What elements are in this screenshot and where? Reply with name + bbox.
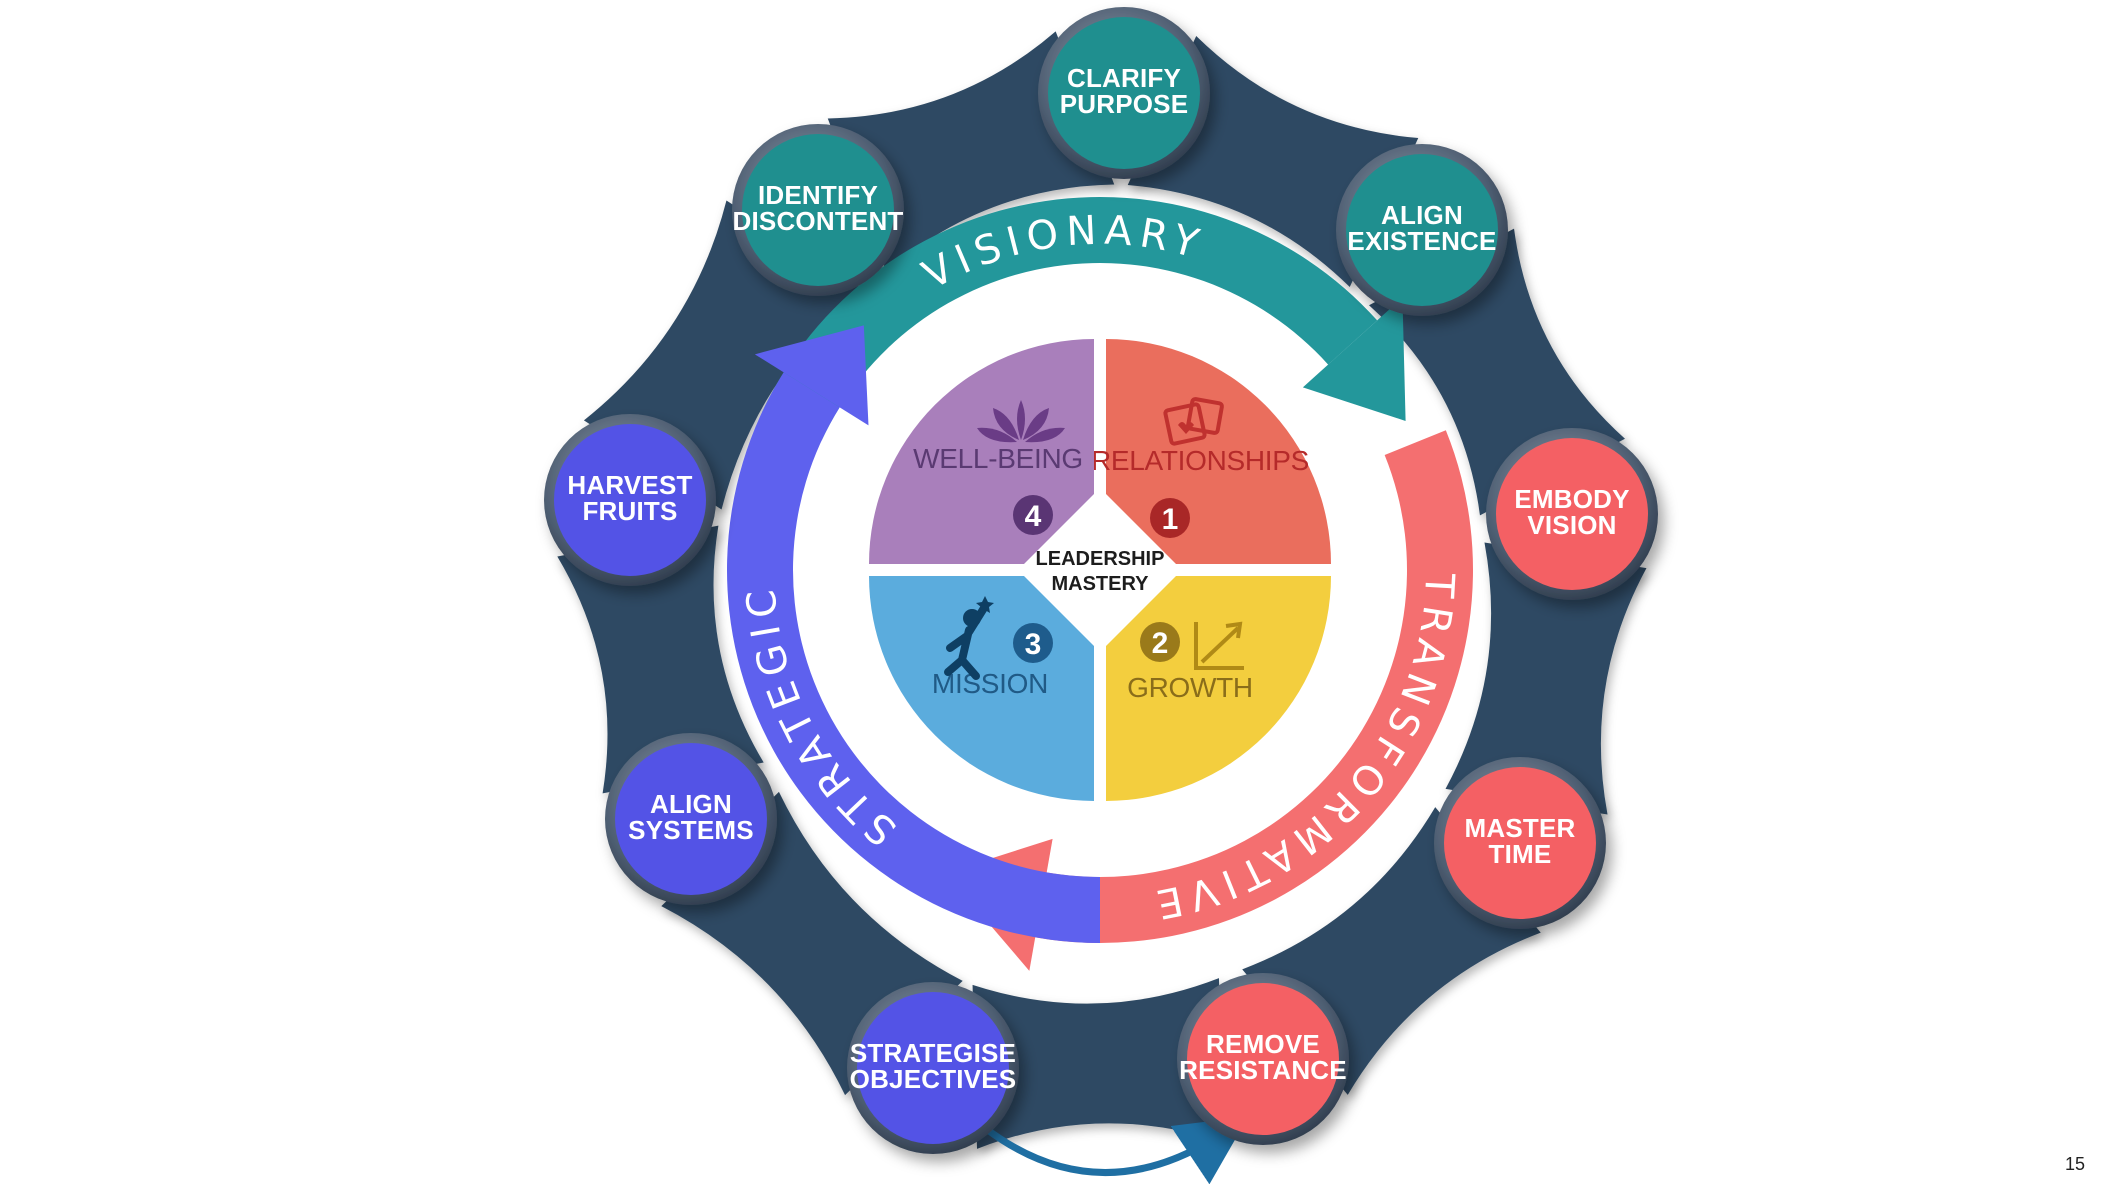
node-disc — [742, 134, 894, 286]
center-diamond-shape — [1018, 488, 1182, 652]
node-label-line: IDENTIFY — [758, 180, 878, 210]
node-label-line: RESISTANCE — [1179, 1055, 1347, 1085]
loop-arrow-path — [982, 1116, 1249, 1185]
node-label-line: OBJECTIVES — [850, 1064, 1017, 1094]
node-label-line: TIME — [1489, 839, 1552, 869]
center-label-line1: LEADERSHIP — [1036, 548, 1165, 570]
center-diamond: LEADERSHIP MASTERY — [1018, 488, 1182, 652]
node-disc — [615, 743, 767, 895]
growth-chart-icon — [1194, 621, 1244, 670]
connector-shape — [557, 525, 764, 794]
node-label-line: DISCONTENT — [733, 206, 904, 236]
node-label-line: VISION — [1527, 510, 1616, 540]
center-label-line2: MASTERY — [1051, 573, 1149, 595]
loop-arrow — [982, 1116, 1249, 1185]
node-label-line: REMOVE — [1206, 1029, 1320, 1059]
page-number: 15 — [2064, 1154, 2085, 1174]
node-label-line: EXISTENCE — [1347, 226, 1496, 256]
arc-band — [1035, 430, 1474, 944]
lotus-icon — [977, 400, 1065, 443]
quadrant-label: WELL-BEING — [913, 443, 1083, 474]
quadrant-growth[interactable]: GROWTH 2 — [1106, 576, 1331, 801]
arc-arrowhead — [1302, 297, 1406, 421]
quadrant-number-badge — [1150, 498, 1190, 538]
node-disc — [1444, 767, 1596, 919]
node-label-line: ALIGN — [1381, 200, 1463, 230]
node-disc — [1496, 438, 1648, 590]
quadrant-number: 1 — [1162, 503, 1179, 536]
quadrant-number-badge — [1140, 622, 1180, 662]
node-label-line: STRATEGISE — [850, 1038, 1016, 1068]
stage-nodes: CLARIFYPURPOSEALIGNEXISTENCEEMBODYVISION… — [544, 7, 1658, 1154]
node-disc — [857, 992, 1009, 1144]
quadrant-relationships[interactable]: RELATIONSHIPS 1 — [1091, 339, 1331, 564]
node-label-line: PURPOSE — [1060, 89, 1189, 119]
reaching-person-icon — [944, 596, 994, 680]
node-label-line: EMBODY — [1514, 484, 1629, 514]
arc-arrowhead — [754, 325, 869, 426]
arc-band — [726, 372, 1100, 944]
node-disc — [1048, 17, 1200, 169]
quadrant-wellbeing[interactable]: WELL-BEING 4 — [869, 339, 1094, 564]
quadrant-number: 3 — [1025, 628, 1042, 661]
quadrant-label: GROWTH — [1127, 672, 1253, 703]
node-label-line: HARVEST — [567, 470, 692, 500]
node-label-line: FRUITS — [582, 496, 677, 526]
quadrant-number: 4 — [1025, 500, 1042, 533]
arc-band — [761, 197, 1378, 441]
node-label-line: MASTER — [1465, 813, 1576, 843]
connector-shape — [972, 978, 1224, 1149]
quadrant-number-badge — [1013, 623, 1053, 663]
connector-shape — [1445, 542, 1647, 815]
photo-frames-icon — [1163, 397, 1224, 446]
node-disc — [554, 424, 706, 576]
node-label-line: ALIGN — [650, 789, 732, 819]
node-disc — [1346, 154, 1498, 306]
node-label-line: CLARIFY — [1067, 63, 1181, 93]
quadrant-number-badge — [1013, 495, 1053, 535]
quadrant-number: 2 — [1152, 627, 1169, 660]
node-label-line: SYSTEMS — [628, 815, 754, 845]
node-disc — [1187, 983, 1339, 1135]
quadrant-label: RELATIONSHIPS — [1091, 445, 1309, 476]
